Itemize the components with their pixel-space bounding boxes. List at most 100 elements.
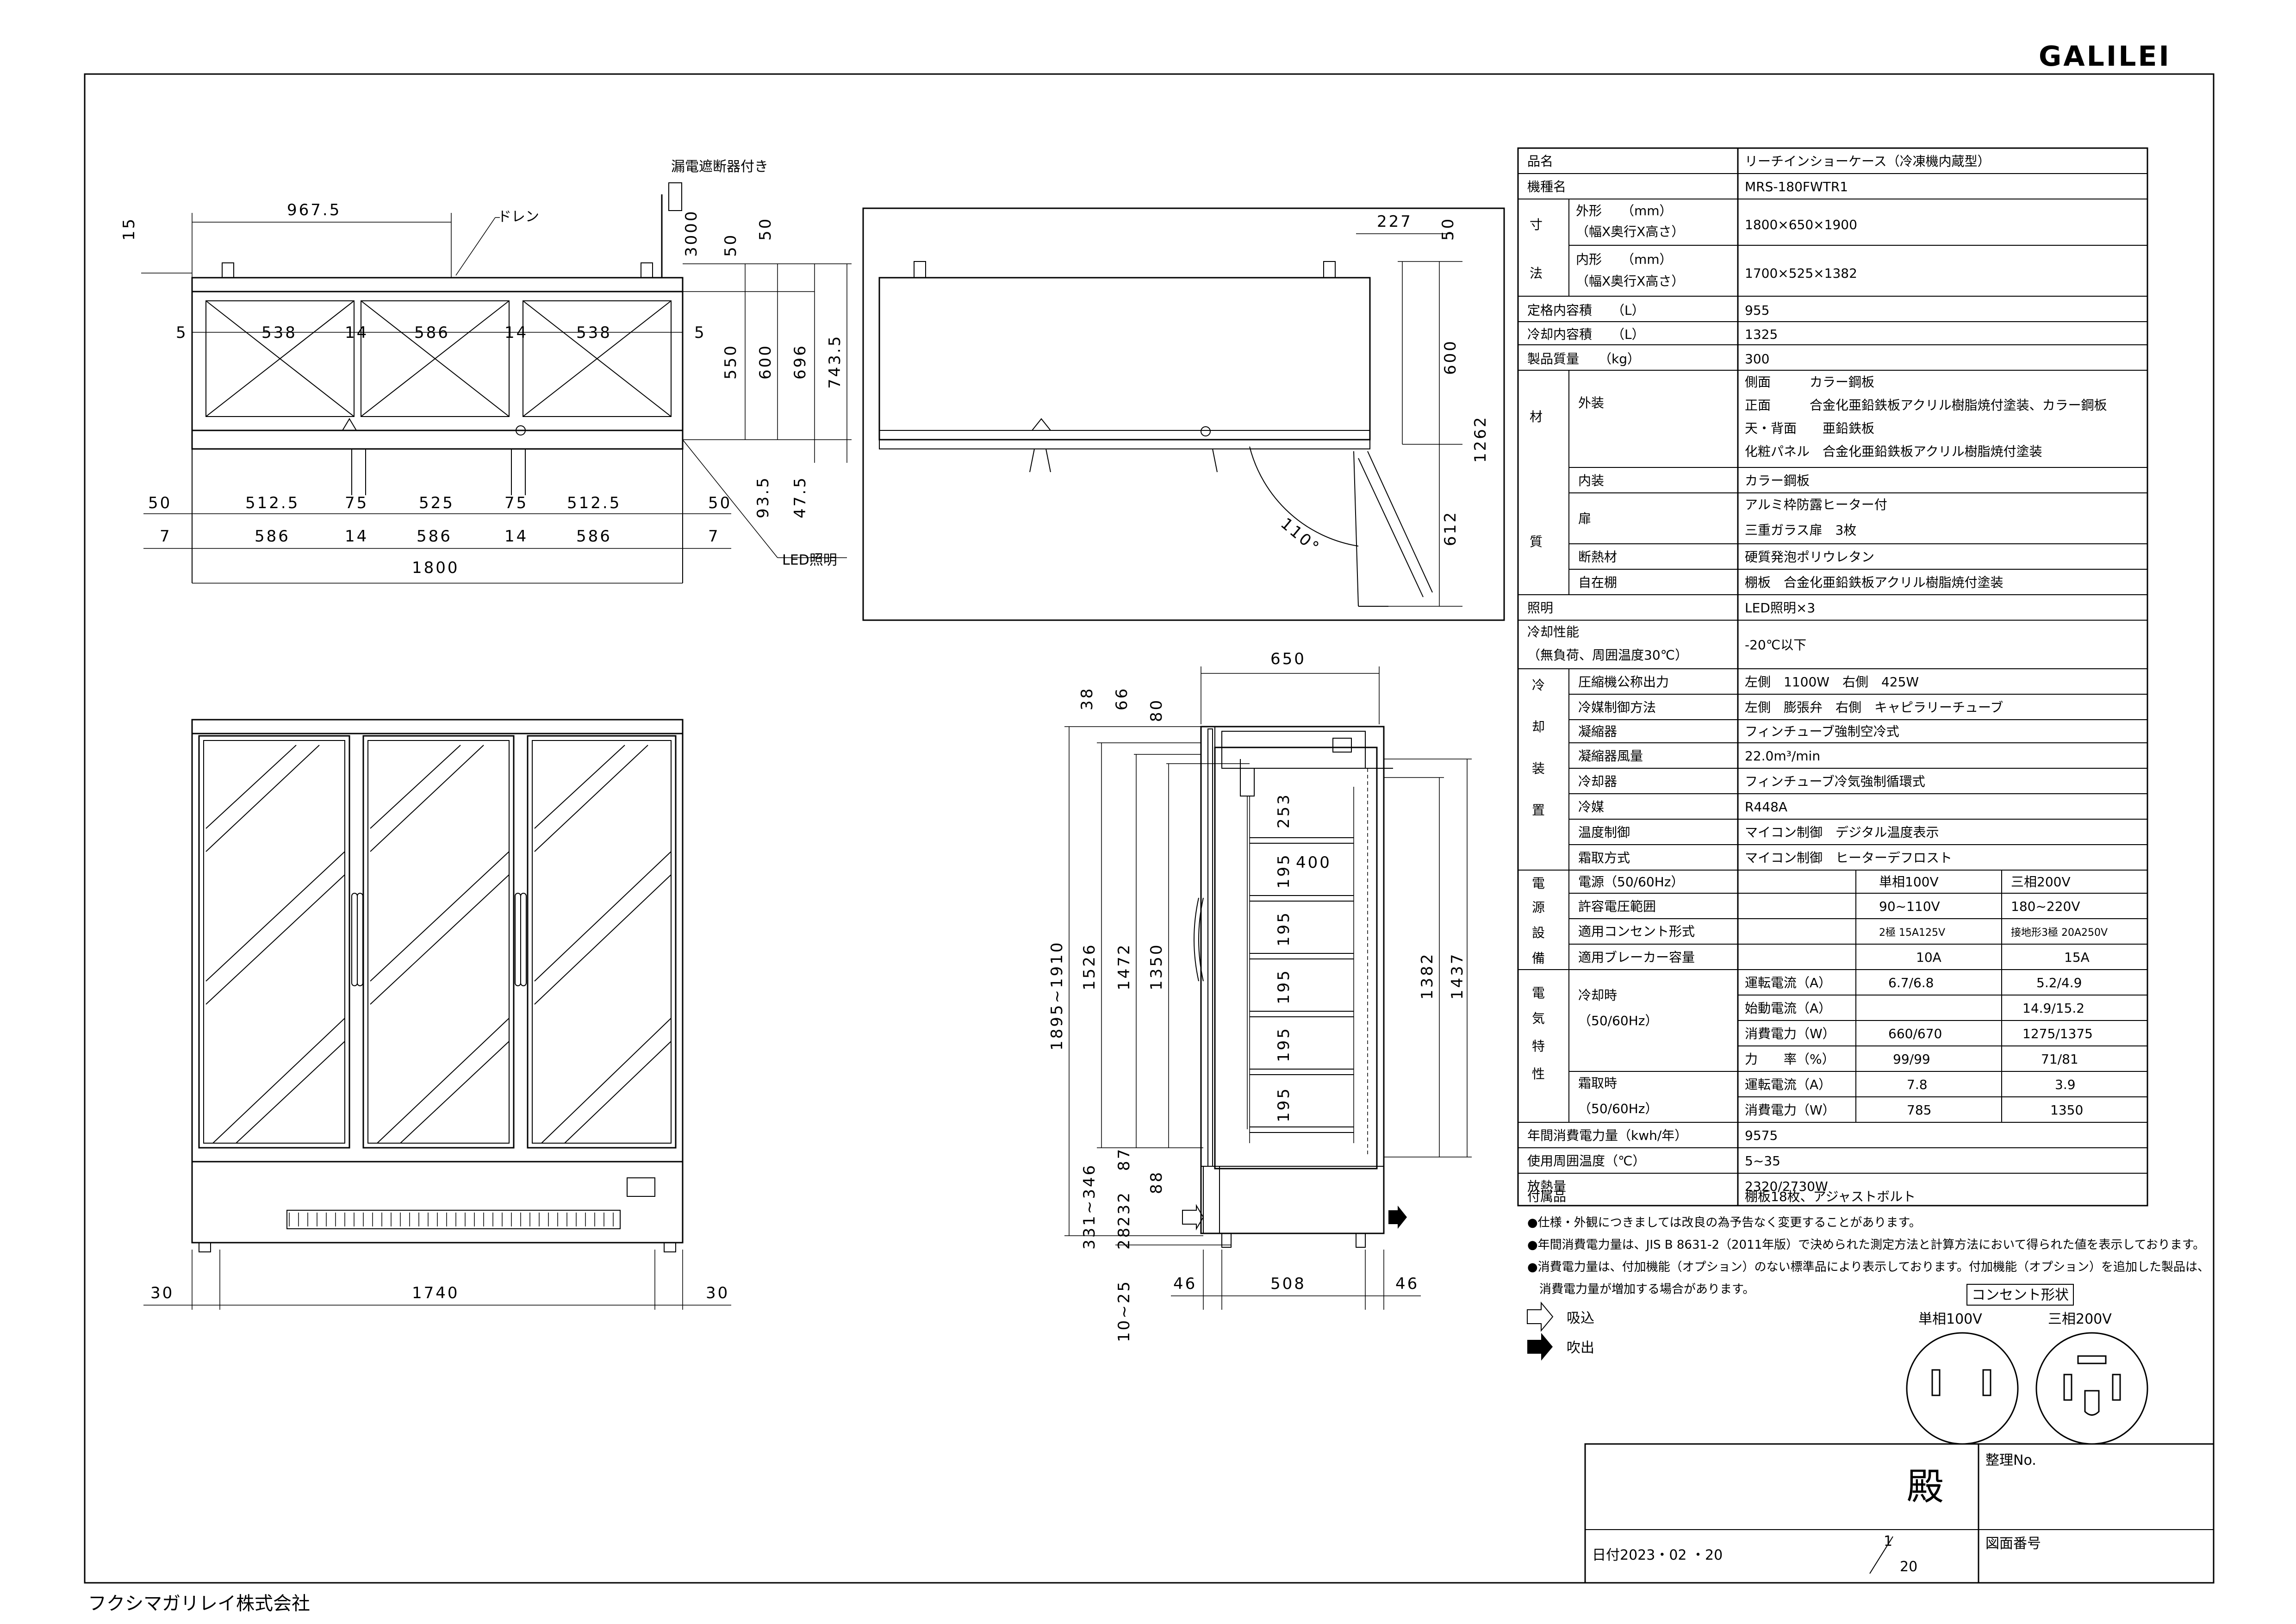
title-zumen: 図面番号 — [1985, 1536, 2041, 1552]
outlet-single-icon — [1906, 1332, 2019, 1445]
spec-k-name: 品名 — [1527, 154, 1553, 169]
spec-pwr-a-3: 10A — [1916, 950, 1941, 965]
spec-pwr-b-0: 三相200V — [2011, 874, 2071, 890]
label-drain: ドレン — [498, 209, 539, 225]
dim-14a: 14 — [345, 324, 368, 342]
spec-v-outer: 1800×650×1900 — [1745, 217, 1857, 232]
dim-400: 400 — [1296, 853, 1332, 872]
spec-pwr-dev-0: 電 — [1532, 876, 1545, 891]
dim-1262: 1262 — [1471, 415, 1490, 463]
sheet-border — [84, 73, 2215, 1584]
spec-v-ext-1: 正面 合金化亜鉛鉄板アクリル樹脂焼付塗装、カラー鋼板 — [1745, 398, 2107, 413]
spec-elec-dev-0: 電 — [1532, 985, 1545, 1001]
spec-cool-k-1: 冷媒制御方法 — [1578, 700, 1656, 715]
spec-k-cool: 冷却内容積 （L） — [1527, 327, 1645, 342]
label-angle: 110° — [1277, 514, 1324, 558]
spec-v-ext-3: 化粧パネル 合金化亜鉛鉄板アクリル樹脂焼付塗装 — [1745, 444, 2042, 459]
title-date: 日付2023・02 ・20 — [1592, 1547, 1723, 1563]
spec-elec-b-0: 5.2/4.9 — [2036, 975, 2082, 990]
dim-232: 232 — [1115, 1191, 1133, 1226]
dim-650: 650 — [1270, 650, 1306, 668]
spec-elec-a-4: 7.8 — [1907, 1077, 1928, 1092]
dim-743: 743.5 — [826, 335, 844, 389]
legend-exhaust: 吹出 — [1567, 1340, 1594, 1356]
dim-227: 227 — [1377, 212, 1412, 231]
spec-pwr-k-2: 適用コンセント形式 — [1578, 924, 1695, 939]
spec-elec-k-3: 力 率（%） — [1745, 1052, 1835, 1067]
dim-195b: 195 — [1275, 911, 1293, 946]
brand-logo: GALILEI — [2039, 40, 2171, 73]
dim-195c: 195 — [1275, 969, 1293, 1004]
top-view-dimensions: 967.5 ドレン 漏電遮断器付き 15 3000 50 50 550 600 … — [120, 159, 852, 584]
spec-elec-cool-k2: （50/60Hz） — [1578, 1013, 1658, 1028]
spec-cool-k-7: 霜取方式 — [1578, 850, 1630, 865]
note-2: ●消費電力量は、付加機能（オプション）のない標準品により表示しております。付加機… — [1527, 1260, 2209, 1274]
spec-cool-dev-1: 却 — [1532, 719, 1545, 734]
spec-cool-dev-2: 装 — [1532, 761, 1545, 776]
spec-pwr-dev-3: 備 — [1532, 951, 1545, 966]
spec-v-light: LED照明×3 — [1745, 600, 1815, 616]
dim-10: 10~25 — [1115, 1280, 1133, 1342]
dim-3000: 3000 — [682, 209, 701, 257]
dim-50-side: 50 — [1439, 217, 1457, 241]
dim-600-side: 600 — [1441, 339, 1460, 375]
dim-538b: 538 — [576, 324, 612, 342]
spec-k-door: 扉 — [1578, 511, 1591, 526]
spec-pwr-b-3: 15A — [2064, 950, 2090, 965]
spec-pwr-k-1: 許容電圧範囲 — [1578, 899, 1656, 914]
spec-pwr-dev-1: 源 — [1532, 900, 1545, 915]
spec-cool-k-4: 冷却器 — [1578, 774, 1617, 789]
dim-47: 47.5 — [791, 476, 809, 518]
dim-5b: 5 — [694, 324, 706, 342]
exhaust-legend-icon — [1527, 1333, 1553, 1361]
spec-k-outer2: （幅X奥行X高さ） — [1576, 224, 1684, 239]
spec-elec-k-1: 始動電流（A） — [1745, 1001, 1831, 1016]
spec-elec-def-k: 霜取時 — [1578, 1076, 1617, 1091]
spec-elec-dev-3: 性 — [1532, 1066, 1545, 1082]
spec-v-temp: 5~35 — [1745, 1153, 1780, 1169]
title-scale-n: 1 — [1884, 1533, 1892, 1549]
spec-elec-a-0: 6.7/6.8 — [1888, 975, 1934, 990]
outlet-single-label: 単相100V — [1918, 1311, 1982, 1327]
airflow-legend: 吸込 吹出 — [1527, 1301, 1594, 1361]
dim-1800: 1800 — [412, 559, 460, 577]
suction-legend-icon — [1527, 1301, 1554, 1332]
spec-k-annual: 年間消費電力量（kwh/年） — [1527, 1128, 1687, 1143]
note-3: 消費電力量が増加する場合があります。 — [1527, 1282, 1755, 1296]
spec-cool-dev-3: 置 — [1532, 803, 1545, 818]
dim-46b: 46 — [1395, 1275, 1419, 1293]
dim-93: 93.5 — [754, 476, 772, 518]
spec-v-acc: 棚板18枚、アジャストボルト — [1745, 1189, 1916, 1204]
spec-v-mass: 300 — [1745, 351, 1769, 367]
title-seiri: 整理No. — [1985, 1452, 2036, 1468]
spec-elec-a-2: 660/670 — [1888, 1026, 1942, 1041]
dim-1526: 1526 — [1080, 943, 1099, 990]
dim-600: 600 — [756, 344, 775, 380]
spec-v-rated: 955 — [1745, 303, 1769, 318]
dim-525: 525 — [419, 494, 454, 512]
title-scale-d: 20 — [1900, 1559, 1917, 1575]
spec-k-outer: 外形 （mm） — [1576, 203, 1673, 218]
dim-512a: 512.5 — [245, 494, 299, 512]
dim-80: 80 — [1147, 698, 1166, 722]
spec-cool-dev-0: 冷 — [1532, 678, 1545, 693]
dim-14b: 14 — [504, 324, 528, 342]
dim-15: 15 — [120, 217, 138, 241]
dim-50b: 50 — [756, 217, 775, 241]
spec-v-annual: 9575 — [1745, 1128, 1778, 1143]
dim-195d: 195 — [1275, 1027, 1293, 1062]
dim-88: 88 — [1147, 1170, 1166, 1194]
spec-cool-k-0: 圧縮機公称出力 — [1578, 674, 1669, 690]
spec-pwr-k-3: 適用ブレーカー容量 — [1578, 950, 1695, 965]
dim-14c: 14 — [345, 527, 368, 546]
spec-k-ext: 外装 — [1578, 395, 1604, 411]
spec-v-cool: 1325 — [1745, 327, 1778, 342]
dim-512b: 512.5 — [567, 494, 621, 512]
dim-66: 66 — [1113, 687, 1131, 710]
dim-538a: 538 — [261, 324, 297, 342]
spec-cool-v-5: R448A — [1745, 799, 1787, 815]
spec-mat-a: 材 — [1530, 409, 1543, 424]
label-led: LED照明 — [782, 552, 837, 568]
spec-cool-v-2: フィンチューブ強制空冷式 — [1745, 724, 1899, 739]
dim-586b: 586 — [417, 527, 452, 546]
